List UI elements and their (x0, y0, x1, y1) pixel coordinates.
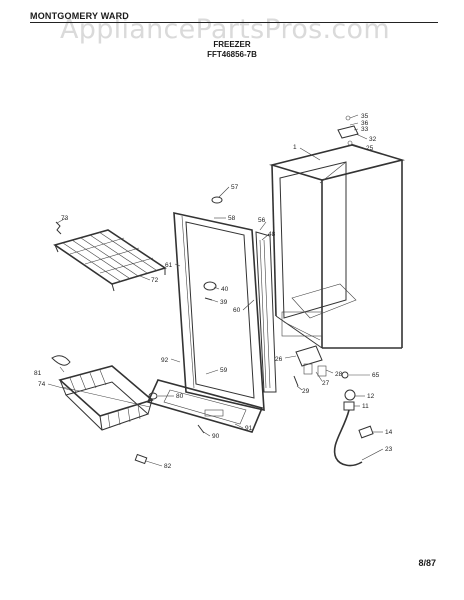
door-gasket (255, 231, 277, 393)
watermark-text: AppliancePartsPros.com (60, 14, 390, 45)
callout-92: 92 (161, 357, 169, 364)
callout-59: 59 (220, 367, 228, 374)
small-parts (55, 115, 374, 467)
callout-39: 39 (220, 299, 228, 306)
basket-74 (51, 355, 154, 431)
callout-82: 82 (164, 463, 172, 470)
brand-label: MONTGOMERY WARD (30, 11, 129, 21)
callout-56: 56 (258, 217, 266, 224)
callout-60: 60 (233, 307, 241, 314)
callout-26: 26 (275, 356, 283, 363)
kickplate-91 (146, 379, 264, 433)
callout-29: 29 (302, 388, 310, 395)
callout-90: 90 (212, 433, 220, 440)
callout-61: 61 (165, 262, 173, 269)
callout-11: 11 (362, 403, 369, 410)
callout-labels: 1 35 36 33 32 25 57 58 56 48 61 40 39 60… (34, 113, 393, 470)
callout-48: 48 (268, 231, 276, 238)
callout-81: 81 (34, 370, 42, 377)
callout-12: 12 (367, 393, 375, 400)
callout-72: 72 (151, 277, 159, 284)
diagram-title: FREEZER (213, 40, 251, 49)
callout-65: 65 (372, 372, 380, 379)
callout-23: 23 (385, 446, 393, 453)
callout-33: 33 (361, 126, 369, 133)
callout-40: 40 (221, 286, 229, 293)
cabinet-body (268, 144, 406, 349)
callout-91: 91 (245, 425, 253, 432)
callout-28: 28 (335, 371, 343, 378)
callout-73: 73 (61, 215, 69, 222)
tray-72 (53, 229, 167, 292)
callout-27: 27 (322, 380, 330, 387)
callout-1: 1 (293, 144, 297, 151)
callout-74: 74 (38, 381, 46, 388)
callout-80: 80 (176, 393, 184, 400)
callout-58: 58 (228, 215, 236, 222)
callout-14: 14 (385, 429, 393, 436)
revision-date: 8/87 (418, 558, 436, 568)
callout-32: 32 (369, 136, 377, 143)
door-frame (173, 211, 265, 412)
callout-35: 35 (361, 113, 369, 120)
header-rule (30, 22, 438, 23)
callout-57: 57 (231, 184, 239, 191)
model-number: FFT46856-7B (207, 50, 257, 59)
callout-36: 36 (361, 120, 369, 127)
callout-25: 25 (366, 145, 374, 152)
leader-lines (47, 114, 384, 467)
